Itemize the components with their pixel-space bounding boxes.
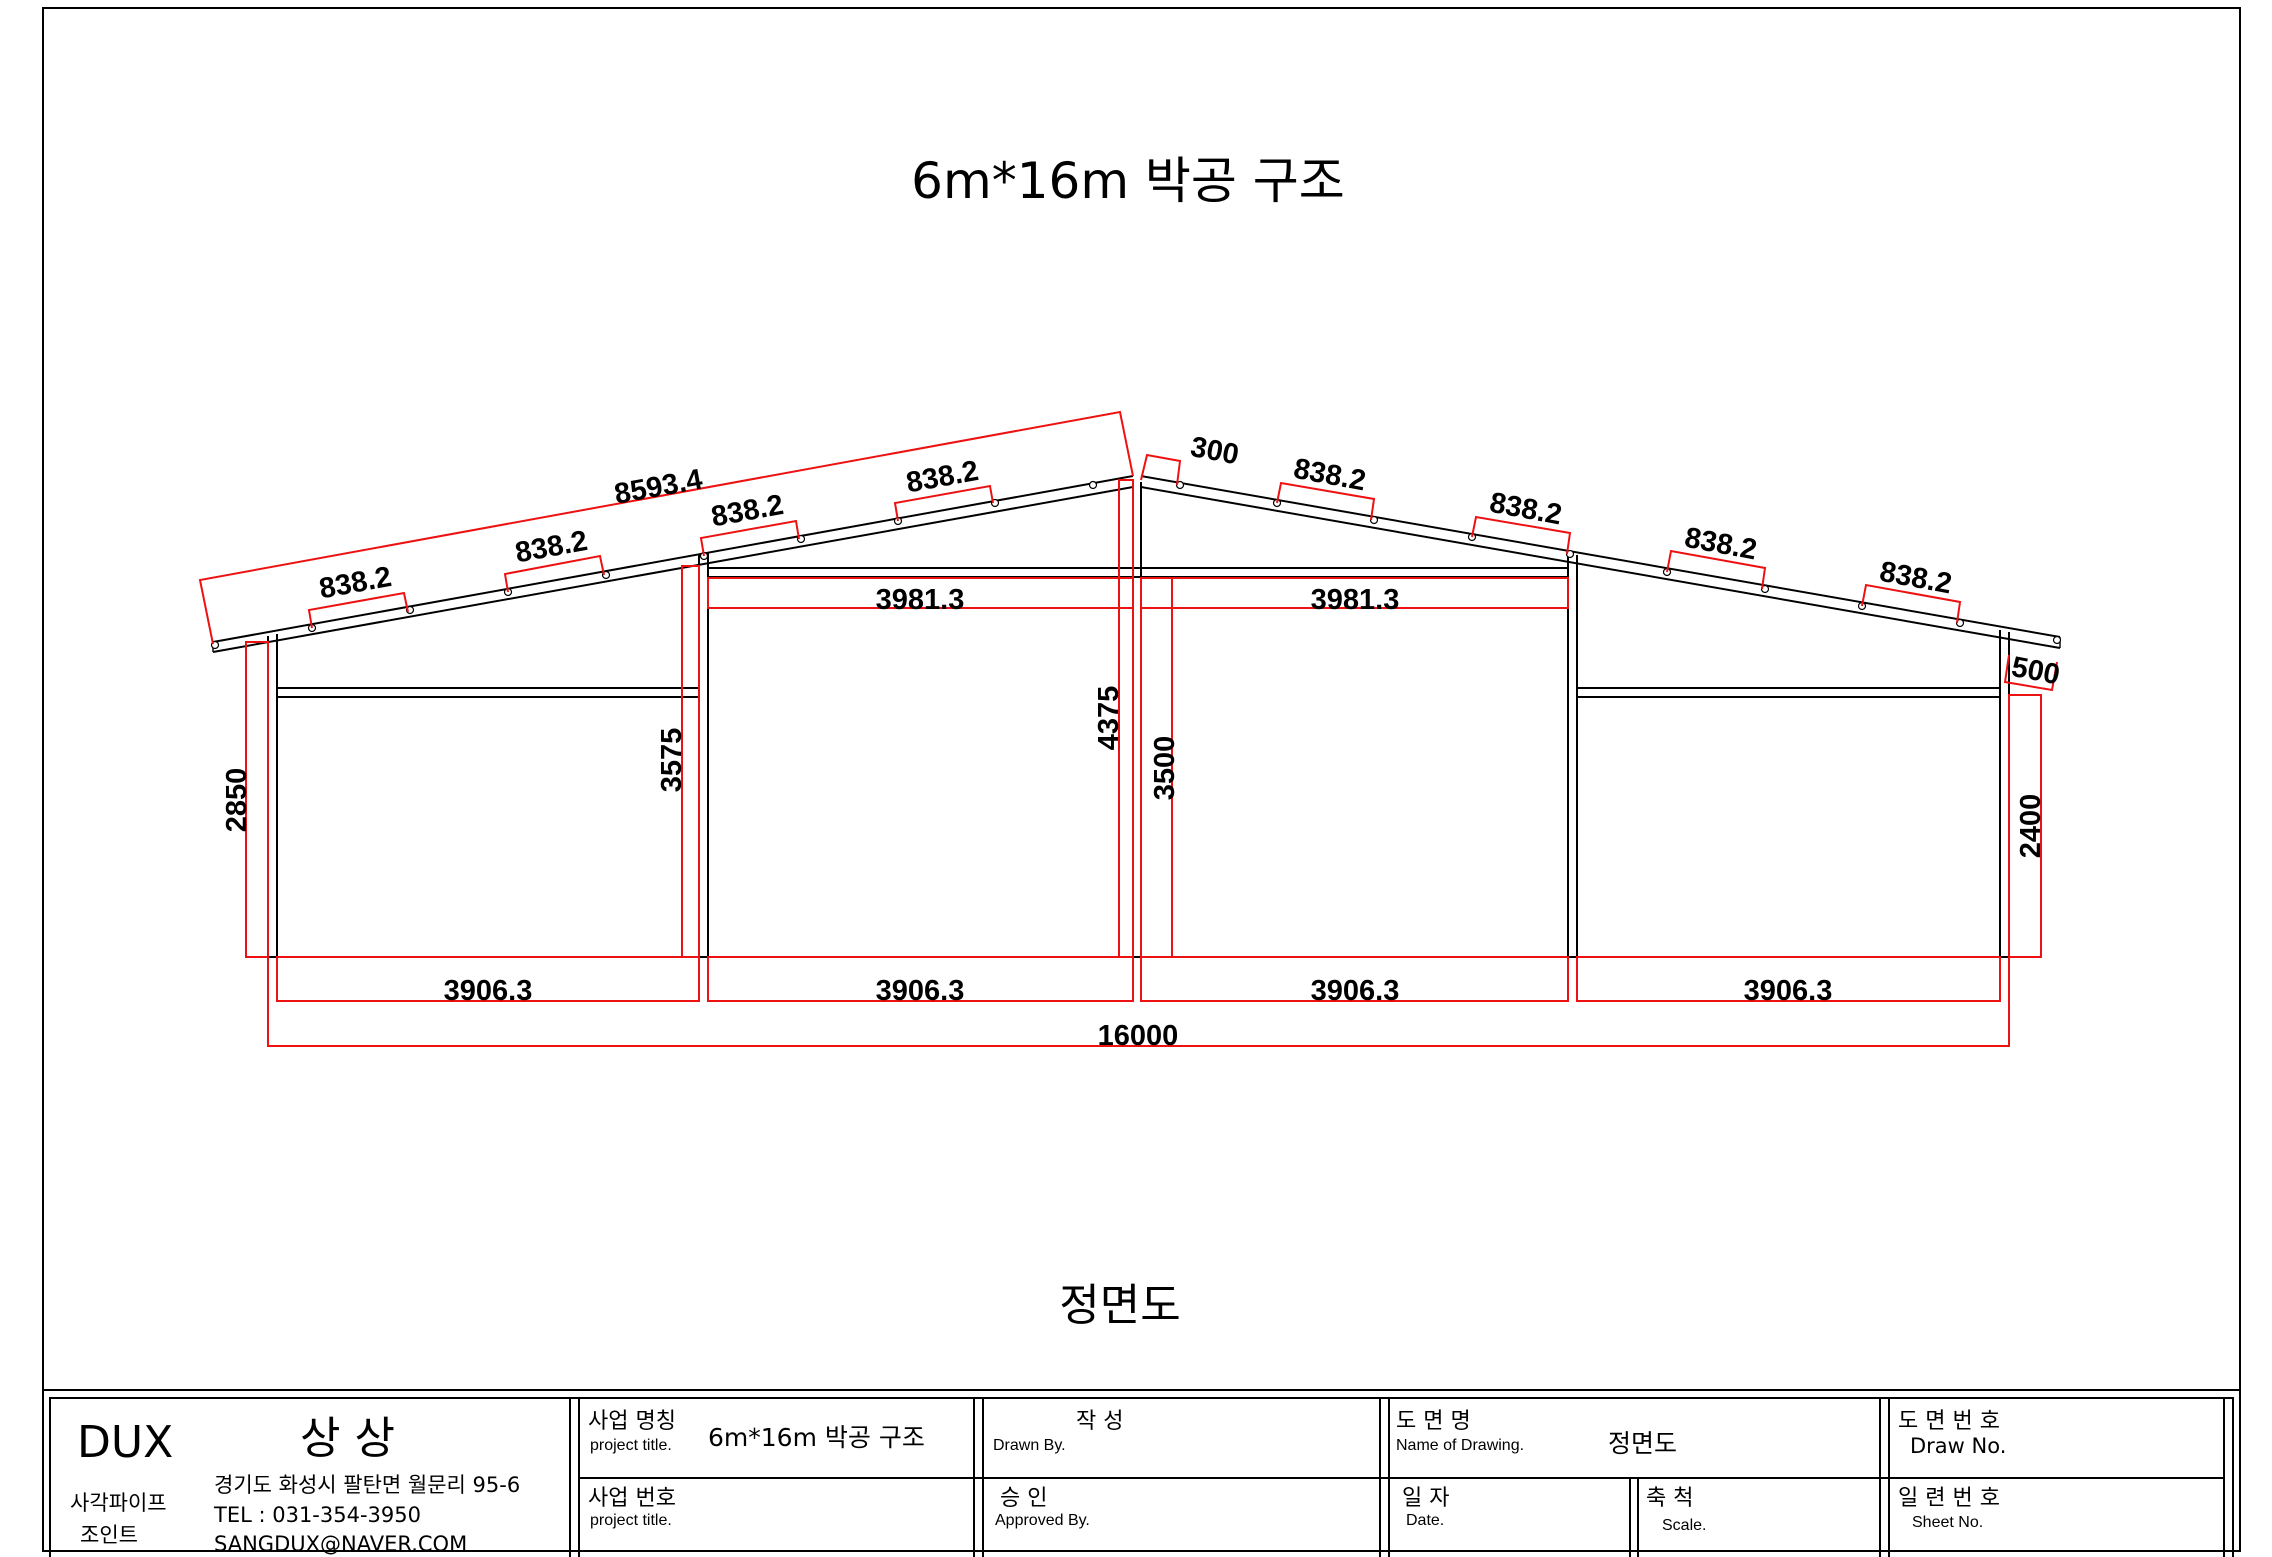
roof-segment-label: 838.2: [1682, 522, 1759, 567]
eave-overhang-label: 500: [2009, 651, 2062, 691]
roof-segment-label: 838.2: [1487, 487, 1564, 532]
brand-logo-text: DUX: [77, 1417, 173, 1468]
roof-segment-dim-6: [1471, 515, 1572, 555]
bolt-marker: [2052, 635, 2062, 645]
left-wall-height-dim: [245, 641, 269, 958]
inner-column-height-label: 3500: [1149, 736, 1181, 801]
roof-segment-label: 838.2: [1291, 453, 1368, 498]
roof-segment-label: 838.2: [1877, 556, 1954, 601]
sheet-border: [42, 7, 2241, 1552]
roof-slope-total-dim: [198, 410, 1134, 645]
bay-width-label: 3906.3: [1311, 975, 1400, 1007]
roof-segment-dim-3: [699, 519, 800, 557]
right-roof-outer: [1140, 475, 2061, 638]
bay-width-dim-2: [707, 956, 1134, 1002]
roof-segment-dim-4: [893, 484, 994, 522]
bay-width-dim-3: [1140, 956, 1569, 1002]
view-label: 정면도: [1059, 1280, 1180, 1331]
bay-width-dim-1: [276, 956, 700, 1002]
upper-span-label-left: 3981.3: [876, 584, 965, 616]
roof-segment-dim-2: [503, 554, 605, 593]
right-roof-inner: [1140, 486, 2061, 649]
roof-segment-dim-5: [1276, 481, 1376, 521]
eave-overhang-dim: [2003, 654, 2058, 692]
bay-width-label: 3906.3: [876, 975, 965, 1007]
roof-segment-dim-8: [1861, 583, 1962, 624]
roof-slope-total-label: 8593.4: [612, 463, 705, 510]
title-block-frame: [49, 1397, 2234, 1557]
left-roof-inner: [212, 486, 1134, 653]
date-label: 일 자: [1402, 1486, 1449, 1511]
bay-width-label: 3906.3: [1744, 975, 1833, 1007]
project-no-label: 사업 번호: [588, 1486, 676, 1511]
company-tel: TEL : 031-354-3950: [213, 1503, 421, 1527]
title-block: DUX 상 상 사각파이프 조인트 경기도 화성시 팔탄면 월문리 95-6 T…: [43, 1389, 2240, 1557]
roof-segment-label: 838.2: [513, 525, 590, 569]
ridge-offset-dim: [1140, 453, 1182, 486]
product-label-2: 조인트: [80, 1523, 138, 1547]
drawn-by-sub: Drawn By.: [993, 1437, 1066, 1454]
sheet-no-sub: Sheet No.: [1912, 1514, 1983, 1531]
bay-width-dim-4: [1576, 956, 2001, 1002]
roof-segment-dim-7: [1666, 549, 1767, 590]
bay-width-label: 3906.3: [444, 975, 533, 1007]
approved-by-sub: Approved By.: [995, 1512, 1090, 1529]
drawing-no-label: 도 면 번 호: [1898, 1409, 2000, 1434]
roof-segment-label: 838.2: [904, 455, 981, 499]
drawn-by-label: 작 성: [1076, 1409, 1123, 1434]
company-name: 상 상: [300, 1413, 395, 1464]
mid-column-height-label: 3575: [656, 728, 688, 793]
company-address: 경기도 화성시 팔탄면 월문리 95-6: [214, 1473, 520, 1497]
sheet-no-label: 일 련 번 호: [1898, 1486, 2000, 1511]
drawing-name-value: 정면도: [1608, 1429, 1677, 1458]
drawing-name-label: 도 면 명: [1396, 1409, 1471, 1434]
project-title-value: 6m*16m 박공 구조: [708, 1423, 925, 1452]
bolt-marker: [1175, 480, 1185, 490]
project-title-sub: project title.: [590, 1437, 672, 1454]
date-sub: Date.: [1406, 1512, 1444, 1529]
left-wall-height-label: 2850: [221, 768, 253, 833]
scale-sub: Scale.: [1662, 1517, 1706, 1534]
roof-segment-label: 838.2: [709, 489, 786, 533]
dimension-lines: [198, 410, 2058, 1047]
roof-segment-label: 838.2: [317, 561, 394, 605]
right-wall-height-dim: [2008, 694, 2042, 958]
drawing-title: 6m*16m 박공 구조: [911, 152, 1345, 210]
greenhouse-frame: [210, 475, 2062, 958]
drawing-name-sub: Name of Drawing.: [1396, 1437, 1524, 1454]
project-title-label: 사업 명칭: [588, 1409, 676, 1434]
total-width-dim: [267, 957, 2010, 1047]
total-width-label: 16000: [1098, 1020, 1179, 1052]
bolt-marker: [1088, 480, 1098, 490]
drawing-no-sub: Draw No.: [1910, 1434, 2006, 1458]
left-roof-outer: [212, 475, 1134, 643]
ridge-height-label: 4375: [1093, 686, 1125, 751]
product-label: 사각파이프: [70, 1491, 167, 1515]
scale-label: 축 척: [1646, 1486, 1693, 1511]
approved-by-label: 승 인: [1000, 1486, 1047, 1511]
roof-segment-dim-1: [307, 591, 409, 629]
company-email: SANGDUX@NAVER.COM: [214, 1532, 467, 1556]
upper-span-label-right: 3981.3: [1311, 584, 1400, 616]
ridge-offset-label: 300: [1188, 431, 1241, 471]
right-wall-height-label: 2400: [2015, 794, 2047, 859]
project-no-sub: project title.: [590, 1512, 672, 1529]
